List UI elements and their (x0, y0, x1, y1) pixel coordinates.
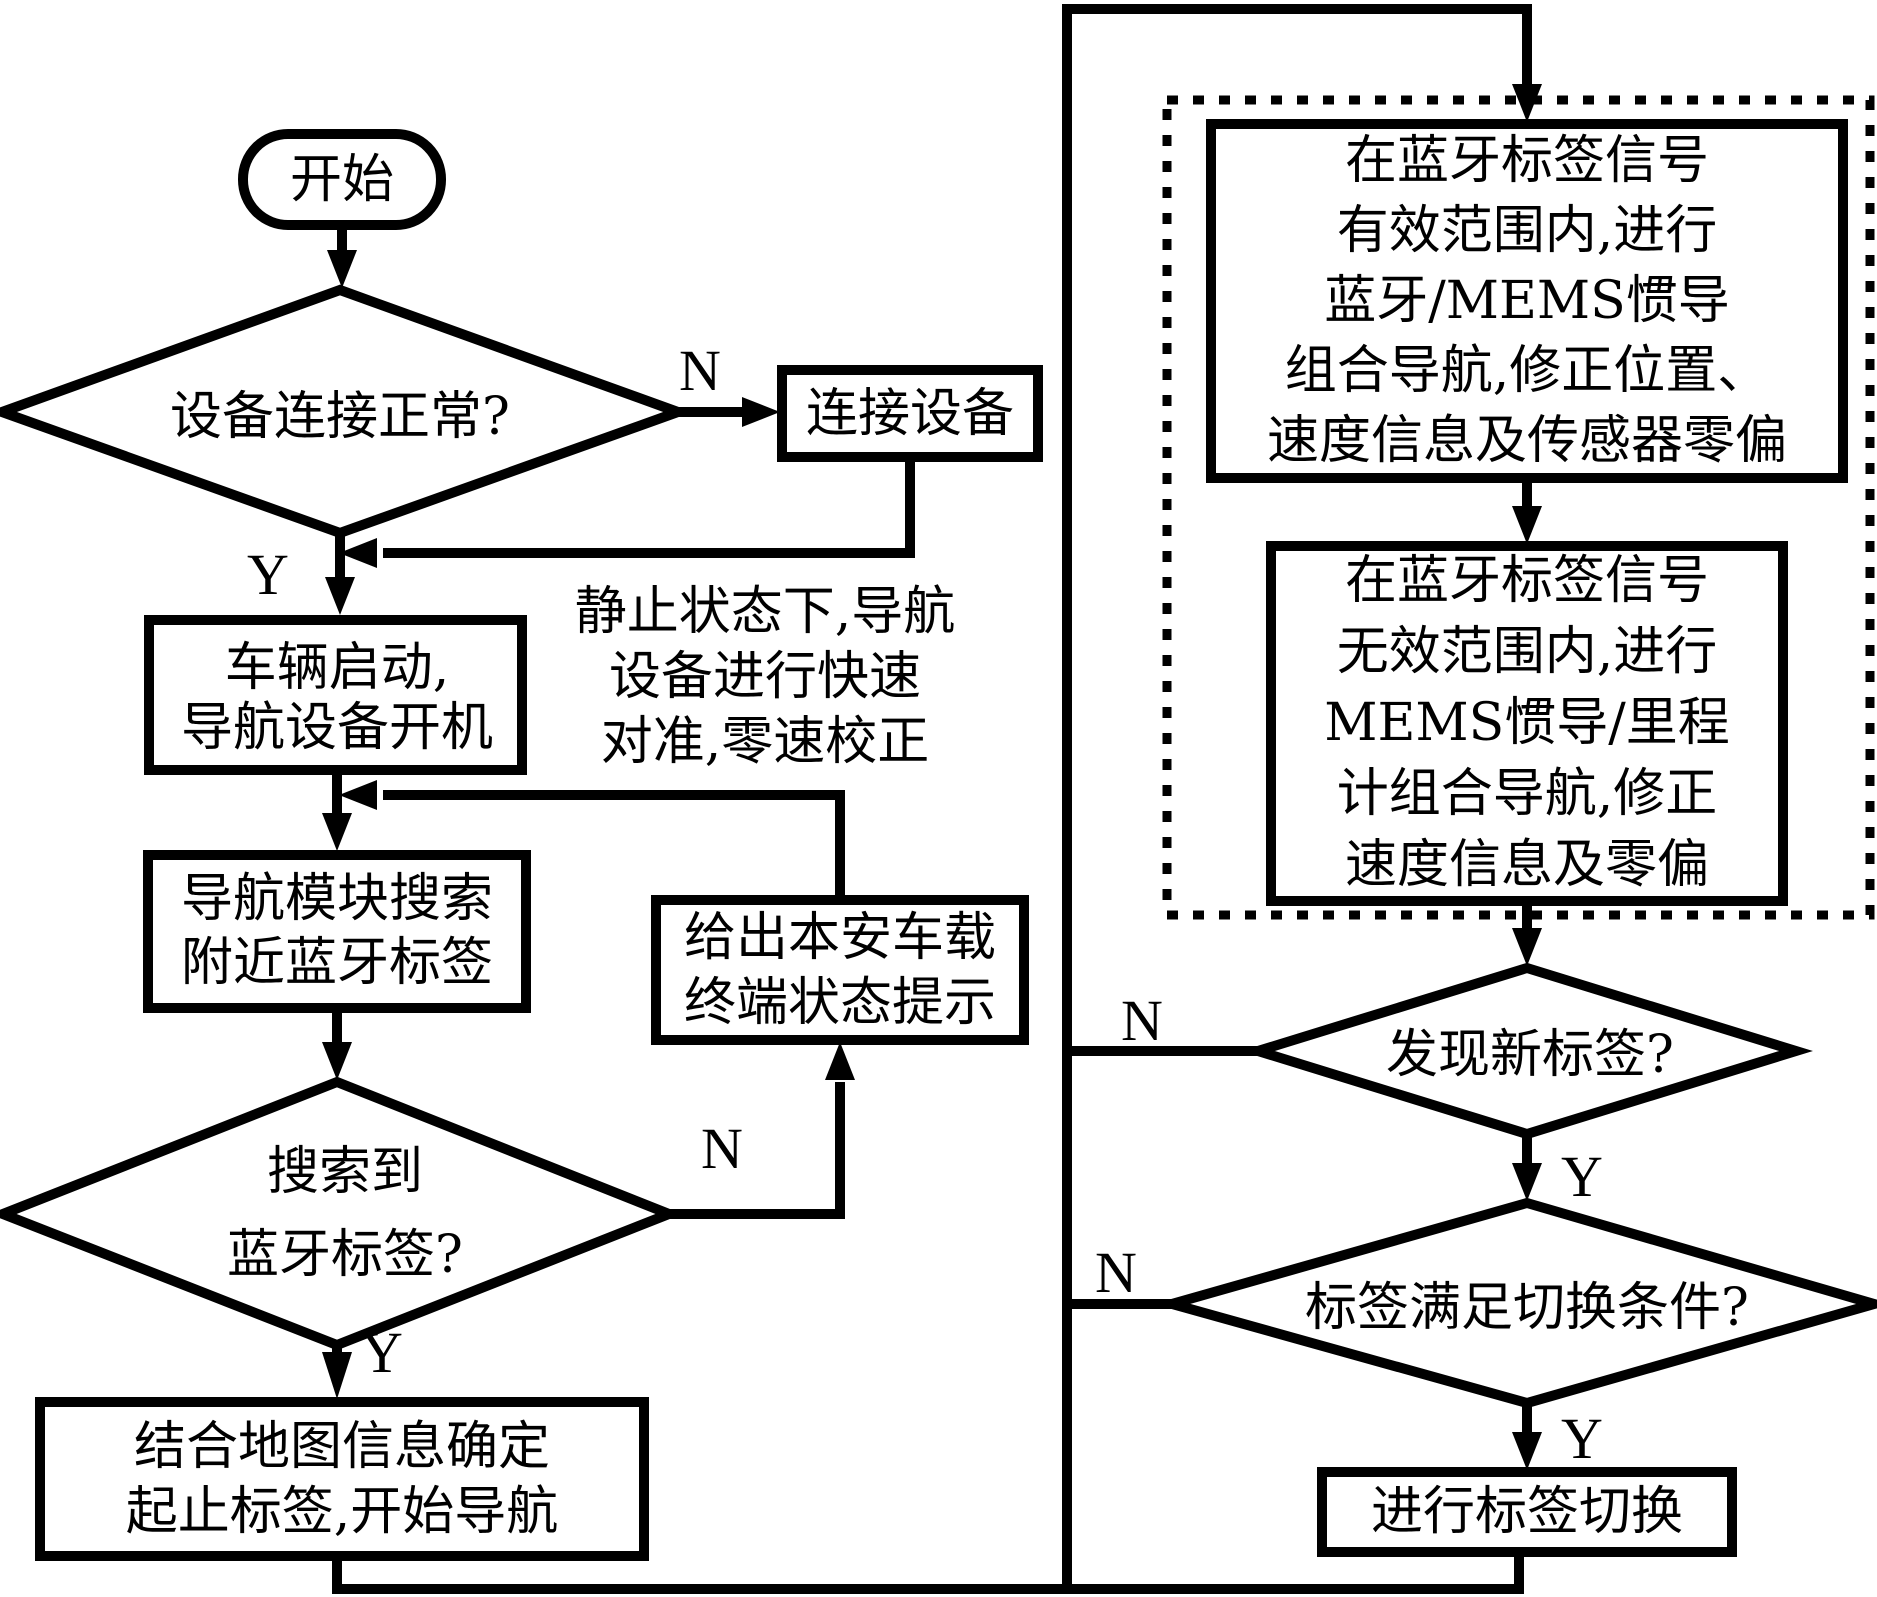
branch-label-device-connected-no: N (679, 338, 721, 403)
branch-label-tag-found-yes: Y (361, 1320, 403, 1385)
node-mems-odometer-navigation: 在蓝牙标签信号 无效范围内,进行 MEMS惯导/里程 计组合导航,修正 速度信息… (1266, 541, 1788, 906)
mems-odometer-navigation-line2: 无效范围内,进行 (1337, 622, 1718, 682)
vehicle-start-box (144, 615, 527, 775)
annotation-line2: 设备进行快速 (609, 647, 921, 707)
bt-mems-navigation-line2: 有效范围内,进行 (1337, 201, 1718, 261)
start-navigation-label-line2: 起止标签,开始导航 (126, 1482, 559, 1542)
terminal-status-prompt-label-line1: 给出本安车载 (684, 908, 996, 968)
node-start-navigation: 结合地图信息确定 起止标签,开始导航 (35, 1397, 649, 1561)
start-navigation-label-line1: 结合地图信息确定 (134, 1417, 550, 1477)
branch-label-switch-cond-no: N (1095, 1240, 1137, 1305)
connect-device-box (777, 365, 1043, 462)
bt-mems-navigation-box (1206, 119, 1848, 483)
bt-mems-navigation-line3: 蓝牙/MEMS惯导 (1324, 271, 1730, 331)
bt-mems-navigation-line4: 组合导航,修正位置、 (1285, 341, 1770, 401)
arrowhead-start-to-device-connected (327, 250, 357, 288)
bt-mems-navigation-line5: 速度信息及传感器零偏 (1267, 411, 1787, 471)
vehicle-start-label-line2: 导航设备开机 (181, 698, 493, 758)
tag-switch-condition-label: 标签满足切换条件? (1305, 1278, 1749, 1338)
bt-mems-navigation-line1: 在蓝牙标签信号 (1345, 131, 1709, 191)
annotation-line1: 静止状态下,导航 (575, 582, 956, 642)
perform-tag-switch-label: 进行标签切换 (1371, 1482, 1683, 1542)
edge-status-prompt-return (383, 790, 845, 900)
start-terminator-shape (238, 129, 446, 230)
terminal-status-prompt-box (651, 895, 1029, 1045)
node-perform-tag-switch: 进行标签切换 (1317, 1467, 1737, 1557)
edge-tag-found-no (669, 1082, 845, 1219)
device-connected-diamond (0, 284, 693, 539)
node-device-connected: 设备连接正常? (0, 284, 693, 539)
node-connect-device: 连接设备 (777, 365, 1043, 462)
node-bt-mems-navigation: 在蓝牙标签信号 有效范围内,进行 蓝牙/MEMS惯导 组合导航,修正位置、 速度… (1206, 119, 1848, 483)
tag-switch-condition-diamond (1153, 1197, 1877, 1409)
tag-found-label-line2: 蓝牙标签? (227, 1225, 463, 1285)
perform-tag-switch-box (1317, 1467, 1737, 1557)
search-nearby-tags-label-line1: 导航模块搜索 (181, 869, 493, 929)
branch-label-new-tag-yes: Y (1561, 1144, 1603, 1209)
arrowhead-switch-cond-yes (1512, 1432, 1542, 1470)
new-tag-found-label: 发现新标签? (1386, 1025, 1674, 1085)
mems-odometer-navigation-line3: MEMS惯导/里程 (1324, 693, 1730, 753)
arrowhead-bt-mems-to-mems-odo (1512, 506, 1542, 544)
connect-device-label: 连接设备 (806, 384, 1014, 444)
node-new-tag-found: 发现新标签? (1241, 962, 1813, 1140)
branch-label-switch-cond-yes: Y (1561, 1406, 1603, 1471)
integrated-navigation-dotted-frame (1162, 95, 1875, 920)
arrowhead-mems-odo-to-new-tag (1512, 928, 1542, 966)
arrowhead-device-connected-yes (325, 577, 355, 615)
edge-tag-switch-return (1067, 1552, 1524, 1594)
device-connected-label: 设备连接正常? (170, 387, 510, 447)
arrowhead-tag-found-yes (322, 1352, 352, 1399)
node-start: 开始 (238, 129, 446, 230)
arrowhead-device-connected-no (742, 397, 780, 427)
node-tag-switch-condition: 标签满足切换条件? (1153, 1197, 1877, 1409)
new-tag-found-diamond (1241, 962, 1813, 1140)
node-tag-found: 搜索到 蓝牙标签? (0, 1076, 683, 1351)
arrowhead-connect-device-return (339, 538, 377, 568)
arrowhead-new-tag-yes (1512, 1163, 1542, 1201)
tag-found-label-line1: 搜索到 (267, 1142, 423, 1202)
arrowhead-vehicle-start-to-search (322, 813, 352, 851)
start-navigation-box (35, 1397, 649, 1561)
mems-odometer-navigation-box (1266, 541, 1788, 906)
search-nearby-tags-box (143, 850, 531, 1013)
branch-label-device-connected-yes: Y (247, 542, 289, 607)
terminal-status-prompt-label-line2: 终端状态提示 (684, 973, 996, 1033)
static-alignment-annotation: 静止状态下,导航 设备进行快速 对准,零速校正 (575, 582, 956, 772)
tag-found-diamond (0, 1076, 683, 1351)
arrowhead-status-prompt-return (339, 780, 377, 810)
arrowhead-search-to-tag-found (322, 1042, 352, 1080)
mems-odometer-navigation-line5: 速度信息及零偏 (1345, 835, 1709, 895)
annotation-line3: 对准,零速校正 (601, 712, 930, 772)
arrowhead-tag-found-no (825, 1042, 855, 1080)
mems-odometer-navigation-line1: 在蓝牙标签信号 (1345, 551, 1709, 611)
edge-connect-device-return (383, 457, 915, 558)
branch-label-new-tag-no: N (1121, 988, 1163, 1053)
mems-odometer-navigation-line4: 计组合导航,修正 (1337, 764, 1718, 824)
arrowhead-loop-to-bt-mems (1512, 84, 1542, 122)
edge-main-loop-bus (332, 4, 1532, 1594)
node-terminal-status-prompt: 给出本安车载 终端状态提示 (651, 895, 1029, 1045)
search-nearby-tags-label-line2: 附近蓝牙标签 (181, 933, 493, 993)
node-vehicle-start: 车辆启动, 导航设备开机 (144, 615, 527, 775)
start-label: 开始 (290, 150, 394, 210)
node-search-nearby-tags: 导航模块搜索 附近蓝牙标签 (143, 850, 531, 1013)
vehicle-start-label-line1: 车辆启动, (225, 638, 450, 698)
branch-label-tag-found-no: N (701, 1116, 743, 1181)
